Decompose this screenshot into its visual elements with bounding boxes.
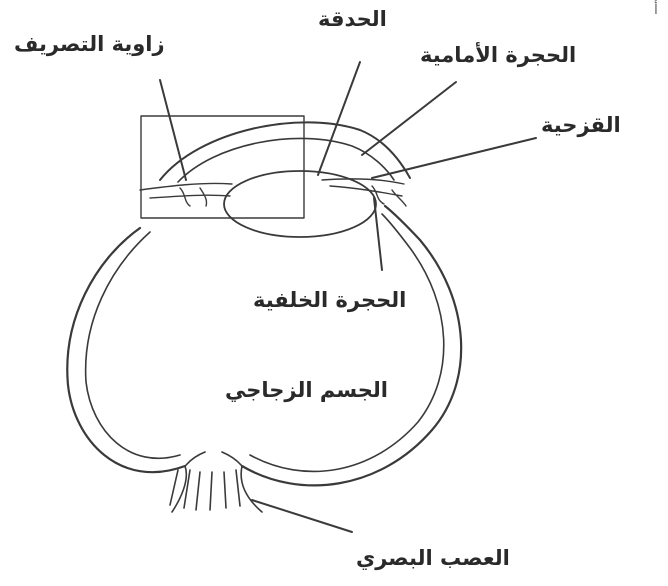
lens: [224, 171, 376, 237]
retina-outline: [86, 214, 444, 471]
label-drainage-angle: زاوية التصريف: [14, 34, 165, 55]
leader-drainage: [160, 80, 186, 180]
leader-pupil: [318, 62, 360, 175]
iris-left: [140, 183, 232, 206]
corner-mark: أ: [654, 2, 658, 18]
label-anterior-chamber: الحجرة الأمامية: [420, 45, 576, 66]
label-pupil: الحدقة: [318, 9, 387, 30]
drainage-angle-box: [141, 116, 304, 218]
label-vitreous-body: الجسم الزجاجي: [225, 380, 388, 401]
sclera-outline: [67, 206, 461, 485]
label-optic-nerve: العصب البصري: [356, 548, 510, 569]
label-posterior-chamber: الحجرة الخلفية: [253, 290, 406, 311]
cornea-inner: [178, 138, 394, 182]
leader-optic: [252, 500, 352, 532]
leader-anterior: [362, 82, 456, 155]
leader-posterior: [374, 198, 382, 270]
iris-right: [322, 179, 406, 206]
optic-nerve-shape: [170, 452, 262, 512]
label-iris: القزحية: [541, 115, 621, 136]
